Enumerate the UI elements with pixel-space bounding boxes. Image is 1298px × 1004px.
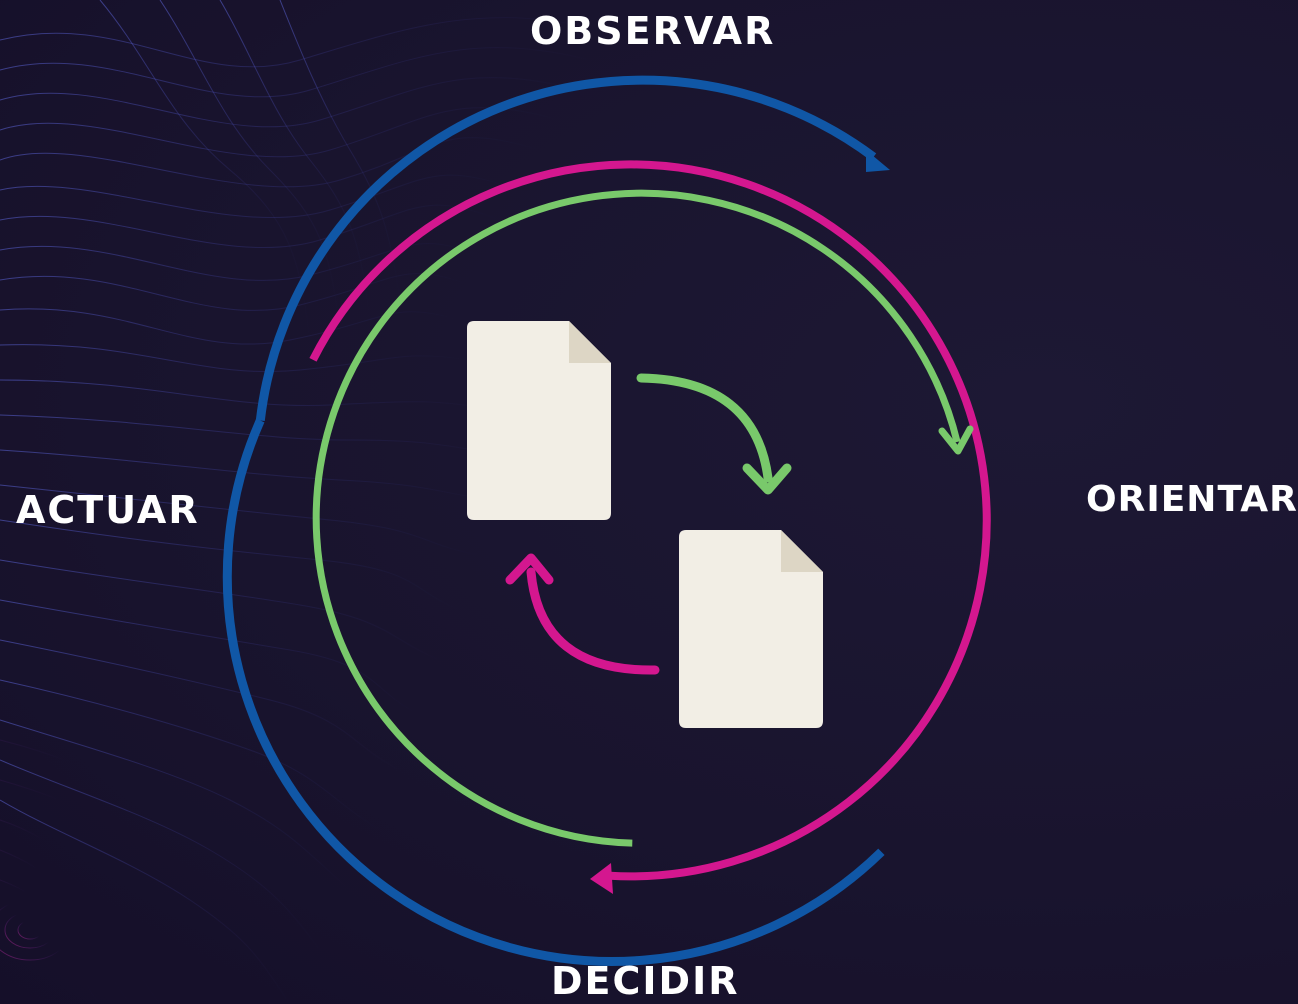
inner-arc-main — [312, 189, 961, 847]
middle-arrowhead-bottom-icon — [590, 863, 613, 894]
outer-arrowhead-top-icon — [866, 150, 890, 172]
document-icon — [467, 321, 611, 520]
middle-arc-main — [309, 160, 991, 881]
inner-arrowhead-right-icon — [938, 425, 974, 455]
curved-arrow-icon — [505, 553, 660, 675]
step-label-orient: ORIENTAR — [1086, 479, 1298, 520]
outer-arc-bottom — [222, 418, 885, 966]
step-label-decide: DECIDIR — [551, 959, 740, 1003]
step-label-act: ACTUAR — [16, 488, 200, 532]
step-label-observe: OBSERVAR — [530, 9, 776, 53]
outer-arc-top — [255, 75, 877, 422]
curved-arrow-icon — [636, 373, 792, 495]
document-icon — [679, 530, 823, 728]
